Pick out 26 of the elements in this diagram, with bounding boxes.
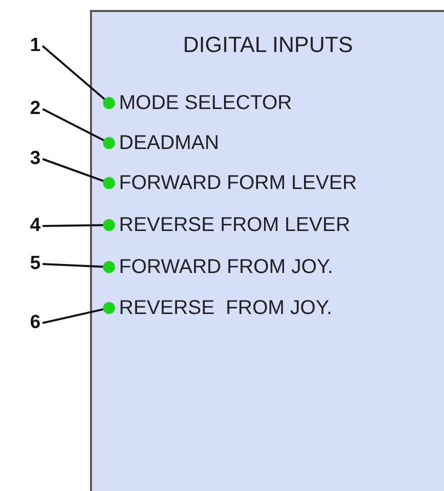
input-label: REVERSE FROM JOY. bbox=[119, 296, 332, 320]
status-indicator-dot bbox=[103, 97, 115, 109]
input-label: FORWARD FORM LEVER bbox=[119, 171, 357, 195]
callout-number: 3 bbox=[30, 148, 41, 170]
callout-number: 1 bbox=[30, 35, 41, 57]
leader-line bbox=[42, 45, 106, 100]
input-label: MODE SELECTOR bbox=[119, 91, 292, 115]
callout-number: 4 bbox=[30, 215, 41, 237]
leader-line bbox=[42, 263, 104, 268]
callout-number: 2 bbox=[30, 98, 41, 120]
status-indicator-dot bbox=[103, 261, 115, 273]
callout-number: 6 bbox=[30, 312, 41, 334]
input-label: REVERSE FROM LEVER bbox=[119, 213, 350, 237]
panel-title: DIGITAL INPUTS bbox=[183, 32, 353, 58]
status-indicator-dot bbox=[103, 302, 115, 314]
leader-line bbox=[42, 108, 104, 142]
input-label: DEADMAN bbox=[119, 131, 220, 155]
leader-line bbox=[42, 224, 104, 227]
callout-number: 5 bbox=[30, 253, 41, 275]
status-indicator-dot bbox=[103, 219, 115, 231]
status-indicator-dot bbox=[103, 177, 115, 189]
leader-line bbox=[42, 308, 104, 324]
input-label: FORWARD FROM JOY. bbox=[119, 255, 334, 279]
panel bbox=[90, 10, 444, 491]
leader-line bbox=[42, 158, 104, 182]
status-indicator-dot bbox=[103, 137, 115, 149]
